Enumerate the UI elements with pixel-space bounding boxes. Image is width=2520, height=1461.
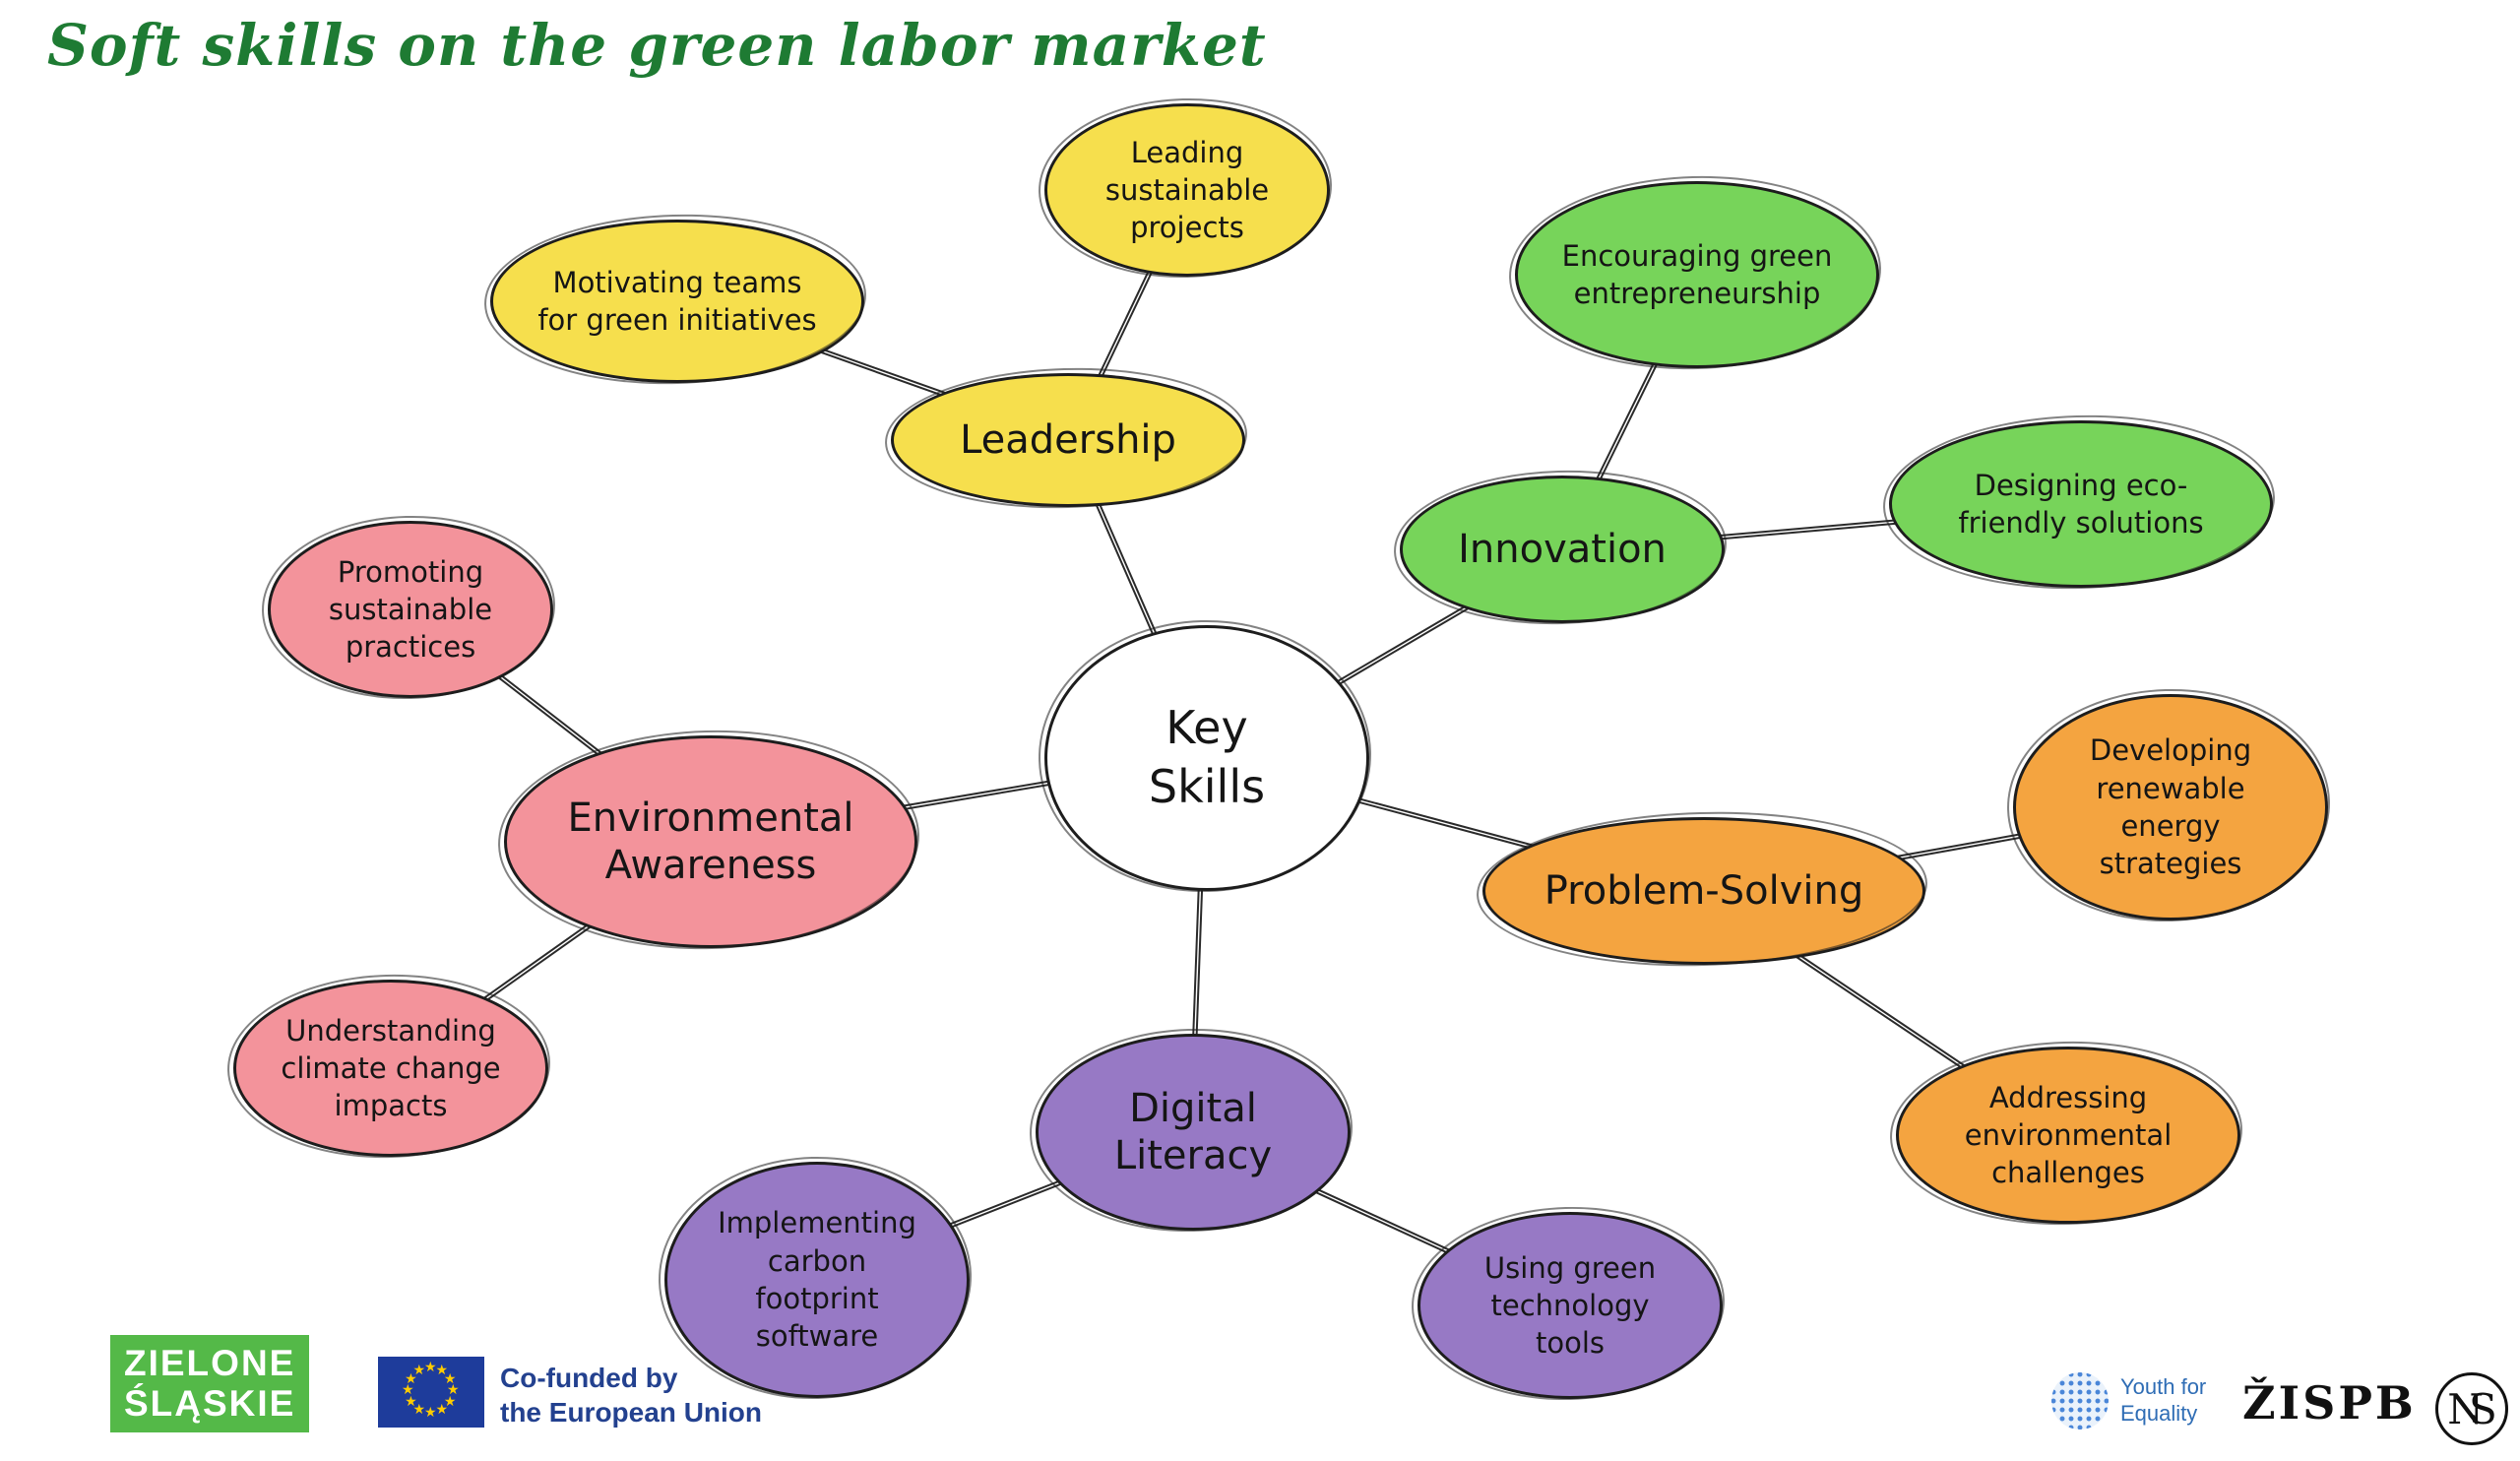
branch-problem-solving-label: Problem-Solving bbox=[1544, 868, 1864, 914]
subnode-encouraging-entrepreneurship: Encouraging green entrepreneurship bbox=[1515, 181, 1879, 368]
branch-leadership-label: Leadership bbox=[960, 417, 1176, 463]
zispb-logo: ŽISPB bbox=[2242, 1376, 2417, 1429]
eu-flag: ★★★★★★★★★★★★ bbox=[378, 1357, 484, 1428]
subnode-addressing-challenges: Addressing environmental challenges bbox=[1896, 1047, 2240, 1224]
subnode-understanding-climate-label: Understanding climate change impacts bbox=[281, 1013, 501, 1123]
youth-for-equality-text: Youth for Equality bbox=[2120, 1374, 2206, 1428]
subnode-designing-eco-friendly: Designing eco-friendly solutions bbox=[1889, 420, 2273, 588]
subnode-developing-renewable-label: Developing renewable energy strategies bbox=[2089, 733, 2252, 881]
key-skills-label: Key Skills bbox=[1148, 701, 1266, 813]
branch-digital-literacy: Digital Literacy bbox=[1036, 1034, 1351, 1231]
subnode-implementing-carbon-software: Implementing carbon footprint software bbox=[664, 1162, 970, 1398]
subnode-promoting-sustainable: Promoting sustainable practices bbox=[268, 521, 553, 698]
subnode-leading-sustainable-projects-label: Leading sustainable projects bbox=[1104, 135, 1270, 245]
branch-leadership: Leadership bbox=[891, 373, 1245, 507]
subnode-motivating-teams: Motivating teams for green initiatives bbox=[490, 220, 864, 383]
youth-for-equality-logo: Youth for Equality bbox=[2051, 1372, 2206, 1429]
zielone-line1: ZIELONE bbox=[124, 1343, 296, 1383]
subnode-motivating-teams-label: Motivating teams for green initiatives bbox=[537, 265, 817, 337]
branch-environmental-awareness: Environmental Awareness bbox=[504, 735, 917, 948]
zielone-slaskie-logo: ZIELONE ŚLĄSKIE bbox=[110, 1335, 310, 1432]
branch-problem-solving: Problem-Solving bbox=[1482, 817, 1925, 965]
subnode-promoting-sustainable-label: Promoting sustainable practices bbox=[328, 554, 493, 665]
eu-cofunded-line1: Co-funded by bbox=[500, 1363, 678, 1393]
youth-line2: Equality bbox=[2120, 1401, 2198, 1426]
youth-line1: Youth for bbox=[2120, 1374, 2207, 1400]
subnode-leading-sustainable-projects: Leading sustainable projects bbox=[1044, 103, 1330, 277]
ns-monogram-logo: NS bbox=[2435, 1372, 2508, 1445]
eu-cofunded-text: Co-funded by the European Union bbox=[500, 1361, 762, 1429]
key-skills-node: Key Skills bbox=[1044, 625, 1369, 891]
branch-innovation: Innovation bbox=[1400, 476, 1725, 623]
subnode-using-green-tech-tools-label: Using green technology tools bbox=[1483, 1250, 1657, 1361]
branch-innovation-label: Innovation bbox=[1458, 527, 1667, 572]
subnode-addressing-challenges-label: Addressing environmental challenges bbox=[1964, 1080, 2173, 1190]
branch-digital-literacy-label: Digital Literacy bbox=[1113, 1086, 1273, 1178]
subnode-encouraging-entrepreneurship-label: Encouraging green entrepreneurship bbox=[1561, 238, 1833, 310]
branch-environmental-awareness-label: Environmental Awareness bbox=[567, 795, 854, 888]
eu-cofunded-line2: the European Union bbox=[500, 1397, 762, 1428]
zielone-line2: ŚLĄSKIE bbox=[124, 1383, 296, 1425]
subnode-designing-eco-friendly-label: Designing eco-friendly solutions bbox=[1958, 468, 2204, 540]
subnode-implementing-carbon-software-label: Implementing carbon footprint software bbox=[718, 1206, 916, 1354]
globe-icon bbox=[2051, 1372, 2109, 1429]
page-title: Soft skills on the green labor market bbox=[47, 12, 1267, 79]
subnode-understanding-climate: Understanding climate change impacts bbox=[233, 980, 548, 1157]
subnode-using-green-tech-tools: Using green technology tools bbox=[1418, 1212, 1723, 1399]
subnode-developing-renewable: Developing renewable energy strategies bbox=[2013, 694, 2328, 921]
